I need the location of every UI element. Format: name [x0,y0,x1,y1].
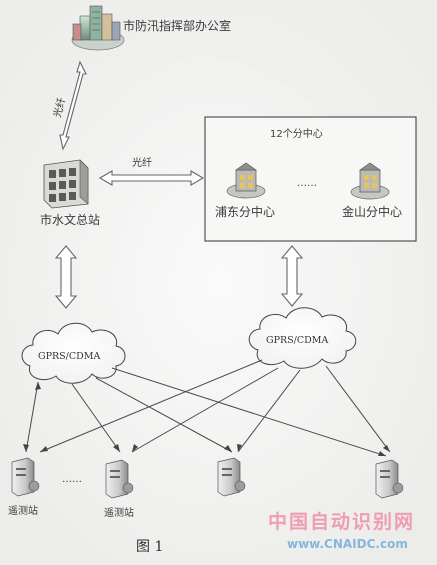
cloud-icon [21,322,126,384]
watermark: 中国自动识别网 www.CNAIDC.com [268,510,415,551]
remote-station-1: 遥测站 [8,457,40,517]
subcenter-group: 12个分中心 浦东分中心 …… [204,116,417,242]
cloud-icon [248,307,357,369]
fiber-label-horizontal: 光纤 [132,156,152,169]
fiber-link-horizontal: 光纤 [98,156,205,186]
server-tower-icon [375,459,404,499]
building-icon [71,5,125,51]
hq-node: 市防汛指挥部办公室 [71,5,231,51]
remote-station-2-label: 遥测站 [104,506,134,519]
subcenter-right-label: 金山分中心 [342,204,402,219]
figure-caption: 图 1 [136,539,163,555]
cloud-left-node: GPRS/CDMA [21,322,126,384]
link-station-to-cloud-left [54,245,78,309]
subcenter-ellipsis: …… [297,178,317,189]
subcenter-left-label: 浦东分中心 [215,204,275,219]
cloud-right-label: GPRS/CDMA [266,335,328,346]
hydro-station-label: 市水文总站 [40,212,100,227]
station-building-icon [43,159,89,209]
wireless-links [23,359,391,457]
hq-label: 市防汛指挥部办公室 [123,18,231,33]
server-tower-icon [11,457,40,497]
remote-station-4 [375,459,404,499]
server-tower-icon [105,459,134,499]
hydro-station-node: 市水文总站 [40,159,100,227]
watermark-cn: 中国自动识别网 [268,510,415,533]
cloud-left-label: GPRS/CDMA [38,351,100,362]
remote-station-3 [217,457,246,497]
office-building-icon [226,162,266,199]
remote-station-2: 遥测站 [104,459,134,519]
link-subcenter-to-cloud-right [280,245,304,307]
watermark-url: www.CNAIDC.com [287,537,408,551]
office-building-icon [350,162,390,200]
subcenter-left-node: 浦东分中心 [215,162,275,219]
cloud-right-node: GPRS/CDMA [248,307,357,369]
remote-ellipsis: …… [62,474,82,485]
subcenter-box-title: 12个分中心 [270,127,323,140]
background-shape [0,0,437,210]
server-tower-icon [217,457,246,497]
remote-station-1-label: 遥测站 [8,504,38,517]
subcenter-right-node: 金山分中心 [342,162,402,219]
